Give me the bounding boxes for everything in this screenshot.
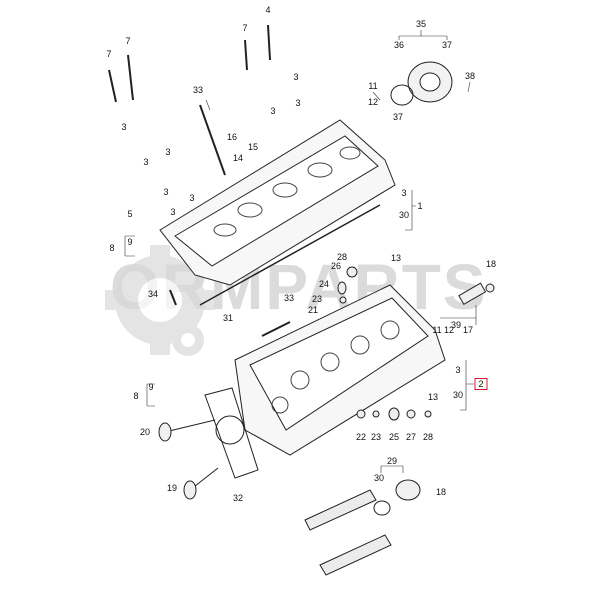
callout-c12b[interactable]: 12 <box>443 325 455 335</box>
callout-c28b[interactable]: 28 <box>422 432 434 442</box>
lower-cylinder-head[interactable] <box>234 284 446 456</box>
valve-small-parts[interactable] <box>337 266 432 421</box>
callout-c33b[interactable]: 33 <box>283 293 295 303</box>
callout-c29[interactable]: 29 <box>386 456 398 466</box>
camshafts[interactable] <box>304 489 392 576</box>
callout-c30a[interactable]: 30 <box>398 210 410 220</box>
callout-c3k[interactable]: 3 <box>455 365 461 375</box>
callout-c39[interactable]: 39 <box>450 320 462 330</box>
callout-c8a[interactable]: 8 <box>109 243 115 253</box>
callout-c37a[interactable]: 37 <box>441 40 453 50</box>
callout-c38[interactable]: 38 <box>464 71 476 81</box>
callout-c7a[interactable]: 7 <box>242 23 248 33</box>
callout-c22[interactable]: 22 <box>355 432 367 442</box>
callout-c15[interactable]: 15 <box>247 142 259 152</box>
callout-c18b[interactable]: 18 <box>435 487 447 497</box>
callout-c37b[interactable]: 37 <box>392 112 404 122</box>
bolts[interactable] <box>108 24 291 337</box>
callout-c28a[interactable]: 28 <box>336 252 348 262</box>
callout-c2[interactable]: 2 <box>474 378 488 390</box>
callout-c11a[interactable]: 11 <box>368 81 378 91</box>
callout-c4[interactable]: 4 <box>265 5 271 15</box>
callout-c7b[interactable]: 7 <box>125 36 131 46</box>
callout-c36[interactable]: 36 <box>393 40 405 50</box>
callout-c8b[interactable]: 8 <box>133 391 139 401</box>
callout-c20[interactable]: 20 <box>139 427 151 437</box>
callout-c12[interactable]: 12 <box>367 97 379 107</box>
callout-c14[interactable]: 14 <box>232 153 244 163</box>
callout-c19[interactable]: 19 <box>166 483 178 493</box>
sensor-assembly[interactable] <box>458 282 495 306</box>
callout-c23b[interactable]: 23 <box>370 432 382 442</box>
upper-cylinder-head[interactable] <box>159 119 396 286</box>
callout-c3d[interactable]: 3 <box>121 122 127 132</box>
callout-c33a[interactable]: 33 <box>192 85 204 95</box>
callout-c13a[interactable]: 13 <box>390 253 402 263</box>
callout-c16[interactable]: 16 <box>226 132 238 142</box>
camshaft-adjuster[interactable] <box>373 479 421 516</box>
callout-c35[interactable]: 35 <box>415 19 427 29</box>
callout-c3b[interactable]: 3 <box>295 98 301 108</box>
valves[interactable] <box>158 419 219 500</box>
dipstick-31[interactable] <box>199 204 381 306</box>
callout-c18a[interactable]: 18 <box>485 259 497 269</box>
callout-c3h[interactable]: 3 <box>189 193 195 203</box>
callout-c1[interactable]: 1 <box>417 201 423 211</box>
callout-c3j[interactable]: 3 <box>401 188 407 198</box>
callout-c30c[interactable]: 30 <box>373 473 385 483</box>
callout-c9a[interactable]: 9 <box>127 237 133 247</box>
vacuum-pump[interactable] <box>390 61 453 106</box>
callout-c25[interactable]: 25 <box>388 432 400 442</box>
callout-c11b[interactable]: 11 <box>432 325 442 335</box>
callout-c31[interactable]: 31 <box>222 313 234 323</box>
callout-c26[interactable]: 26 <box>330 261 342 271</box>
callout-c21[interactable]: 21 <box>307 305 319 315</box>
callout-c3a[interactable]: 3 <box>293 72 299 82</box>
callout-c34[interactable]: 34 <box>147 289 159 299</box>
callout-c23a[interactable]: 23 <box>311 294 323 304</box>
callout-c27[interactable]: 27 <box>405 432 417 442</box>
callout-c9b[interactable]: 9 <box>148 382 154 392</box>
callout-c30b[interactable]: 30 <box>452 390 464 400</box>
callout-c17[interactable]: 17 <box>462 325 474 335</box>
callout-c24[interactable]: 24 <box>318 279 330 289</box>
callout-c32[interactable]: 32 <box>232 493 244 503</box>
callout-c3i[interactable]: 3 <box>170 207 176 217</box>
callout-c13b[interactable]: 13 <box>427 392 439 402</box>
callout-c5[interactable]: 5 <box>127 209 133 219</box>
callout-c3g[interactable]: 3 <box>163 187 169 197</box>
cylinder-head-gasket[interactable] <box>204 387 259 479</box>
callout-c3c[interactable]: 3 <box>270 106 276 116</box>
callout-c7c[interactable]: 7 <box>106 49 112 59</box>
callout-c3f[interactable]: 3 <box>143 157 149 167</box>
callout-c3e[interactable]: 3 <box>165 147 171 157</box>
leader-lines <box>124 30 477 473</box>
